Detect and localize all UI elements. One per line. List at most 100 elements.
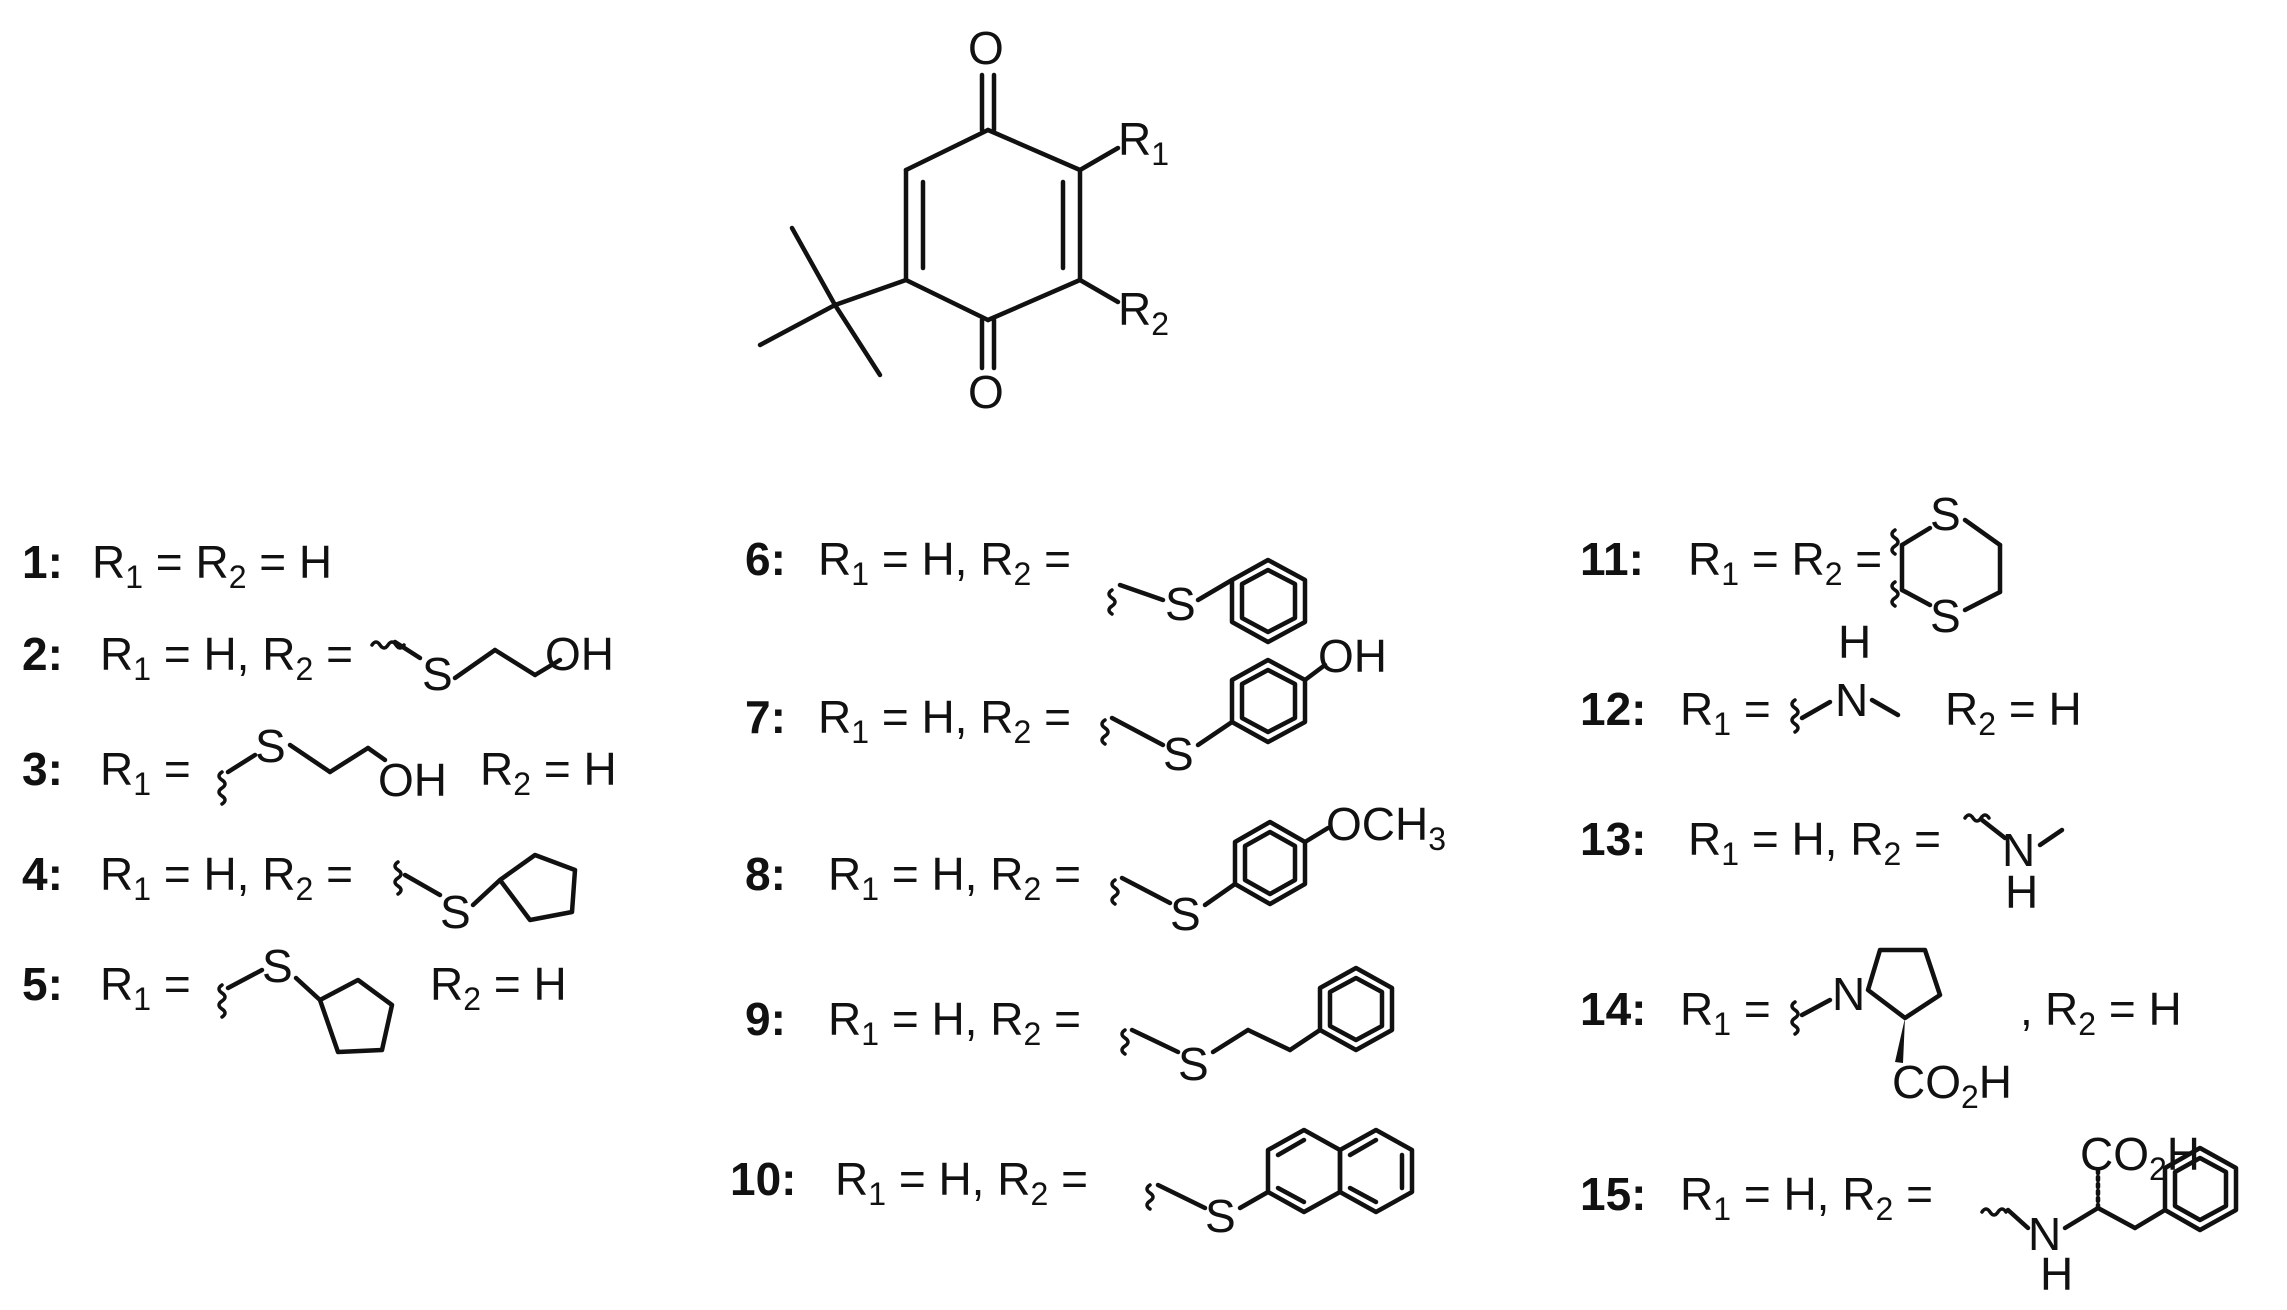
bond xyxy=(903,277,991,323)
entry-1: 1: R1 = R2 = H xyxy=(22,536,332,595)
sulfur-atom: S xyxy=(1170,888,1201,940)
entry-text-r2: R2 = H xyxy=(2045,983,2182,1042)
entry-9: 9: R1 = H, R2 = S xyxy=(745,965,1395,1090)
naphthalene-ring-b xyxy=(1337,1127,1415,1215)
hydroxyl-group: OH xyxy=(545,628,614,680)
cyclopentane-ring xyxy=(497,852,578,923)
entry-number: 3: xyxy=(22,743,63,795)
bond xyxy=(1302,662,1328,683)
oxygen-top: O xyxy=(968,22,1004,74)
entry-text: R1 = H, R2 = xyxy=(100,848,353,907)
bond xyxy=(903,127,991,173)
benzene-ring xyxy=(1317,965,1395,1053)
bond xyxy=(789,225,838,308)
bond xyxy=(2095,1205,2138,1231)
entry-text: R1 = H, R2 = xyxy=(835,1153,1088,1212)
bond xyxy=(225,752,258,775)
bond xyxy=(1899,587,1933,608)
r1-label: R1 xyxy=(1118,113,1169,172)
entry-text: R1 = xyxy=(100,958,191,1017)
entry-number: 2: xyxy=(22,628,63,680)
bond xyxy=(2005,1207,2031,1231)
nitrogen-atom: N xyxy=(1832,968,1865,1020)
wavy-bond xyxy=(370,640,406,650)
wavy-bond xyxy=(1963,813,1991,823)
bond xyxy=(470,877,503,908)
sulfur-atom: S xyxy=(1205,1190,1236,1242)
bond xyxy=(1155,1182,1208,1211)
bond xyxy=(1195,577,1235,603)
bond xyxy=(287,742,333,775)
wavy-bond xyxy=(1890,580,1900,608)
wavy-bond xyxy=(217,983,227,1019)
entry-number: 15: xyxy=(1580,1168,1646,1220)
bond xyxy=(1239,667,1298,735)
bond xyxy=(1245,1027,1293,1053)
bond xyxy=(1962,589,2003,613)
bond xyxy=(1799,699,1833,721)
entry-text: R1 = R2 = xyxy=(1688,533,1882,592)
entry-number: 14: xyxy=(1580,983,1646,1035)
sulfur-atom: S xyxy=(262,940,293,992)
sulfur-atom: S xyxy=(422,648,453,700)
sulfur-atom: S xyxy=(1163,728,1194,780)
bond xyxy=(327,745,371,775)
bond xyxy=(1347,1185,1379,1205)
bond xyxy=(1237,1189,1271,1211)
bond xyxy=(532,657,563,678)
entry-number: 9: xyxy=(745,993,786,1045)
carboxyl-group: CO2H xyxy=(2080,1128,2200,1187)
entry-11: 11: R1 = R2 = S S xyxy=(1580,488,2003,642)
bond xyxy=(492,647,538,678)
entry-number: 10: xyxy=(730,1153,796,1205)
bond xyxy=(1275,1137,1307,1158)
entry-text-r2: R2 = H xyxy=(430,958,567,1017)
entry-text: R1 = xyxy=(100,743,191,802)
entry-text: R1 = R2 = H xyxy=(92,536,332,595)
entry-text-r2: R2 = H xyxy=(480,743,617,802)
nitrogen-atom: N xyxy=(2028,1208,2061,1260)
entry-text: R1 = H, R2 = xyxy=(818,691,1071,750)
bond xyxy=(1210,1027,1251,1055)
bond xyxy=(2132,1207,2168,1231)
bond xyxy=(1899,525,1933,548)
wavy-bond xyxy=(1890,528,1900,556)
nitrogen-atom: N xyxy=(2002,824,2035,876)
bond xyxy=(1962,517,2003,548)
bond xyxy=(392,639,423,661)
bond xyxy=(1327,975,1385,1043)
entry-14: 14: R1 = N CO2H , R2 = H xyxy=(1580,947,2182,1115)
hydroxyl-group: OH xyxy=(1318,630,1387,682)
pyrrolidine-ring xyxy=(1865,947,1943,1021)
entry-7: 7: R1 = H, R2 = S OH xyxy=(745,630,1387,780)
bond xyxy=(452,647,498,681)
wavy-bond xyxy=(217,770,227,806)
entry-number: 7: xyxy=(745,691,786,743)
wavy-bond xyxy=(1980,1207,2008,1217)
entry-number: 5: xyxy=(22,958,63,1010)
sulfur-atom-1: S xyxy=(1930,488,1961,540)
entry-text: R1 = H, R2 = xyxy=(100,628,353,687)
entry-10: 10: R1 = H, R2 = S xyxy=(730,1127,1415,1242)
bond xyxy=(1117,582,1166,603)
wavy-bond xyxy=(393,860,403,896)
wavy-bond xyxy=(1145,1183,1155,1211)
benzene-ring xyxy=(1229,557,1308,645)
benzene-ring xyxy=(2162,1145,2239,1233)
bond xyxy=(1202,881,1238,908)
methoxy-group: OCH3 xyxy=(1326,798,1446,857)
entry-15: 15: R1 = H, R2 = N H CO2H xyxy=(1580,1128,2239,1300)
bond xyxy=(1242,829,1298,897)
bond xyxy=(1077,145,1121,173)
bond xyxy=(985,127,1083,173)
entry-text: R1 = H, R2 = xyxy=(818,533,1071,592)
entry-number: 6: xyxy=(745,533,786,585)
bond xyxy=(757,302,838,348)
bond xyxy=(1287,1027,1323,1053)
sulfur-atom: S xyxy=(1178,1038,1209,1090)
bond xyxy=(1347,1137,1379,1158)
entry-number: 1: xyxy=(22,536,63,588)
entry-5: 5: R1 = S R2 = H xyxy=(22,940,567,1055)
